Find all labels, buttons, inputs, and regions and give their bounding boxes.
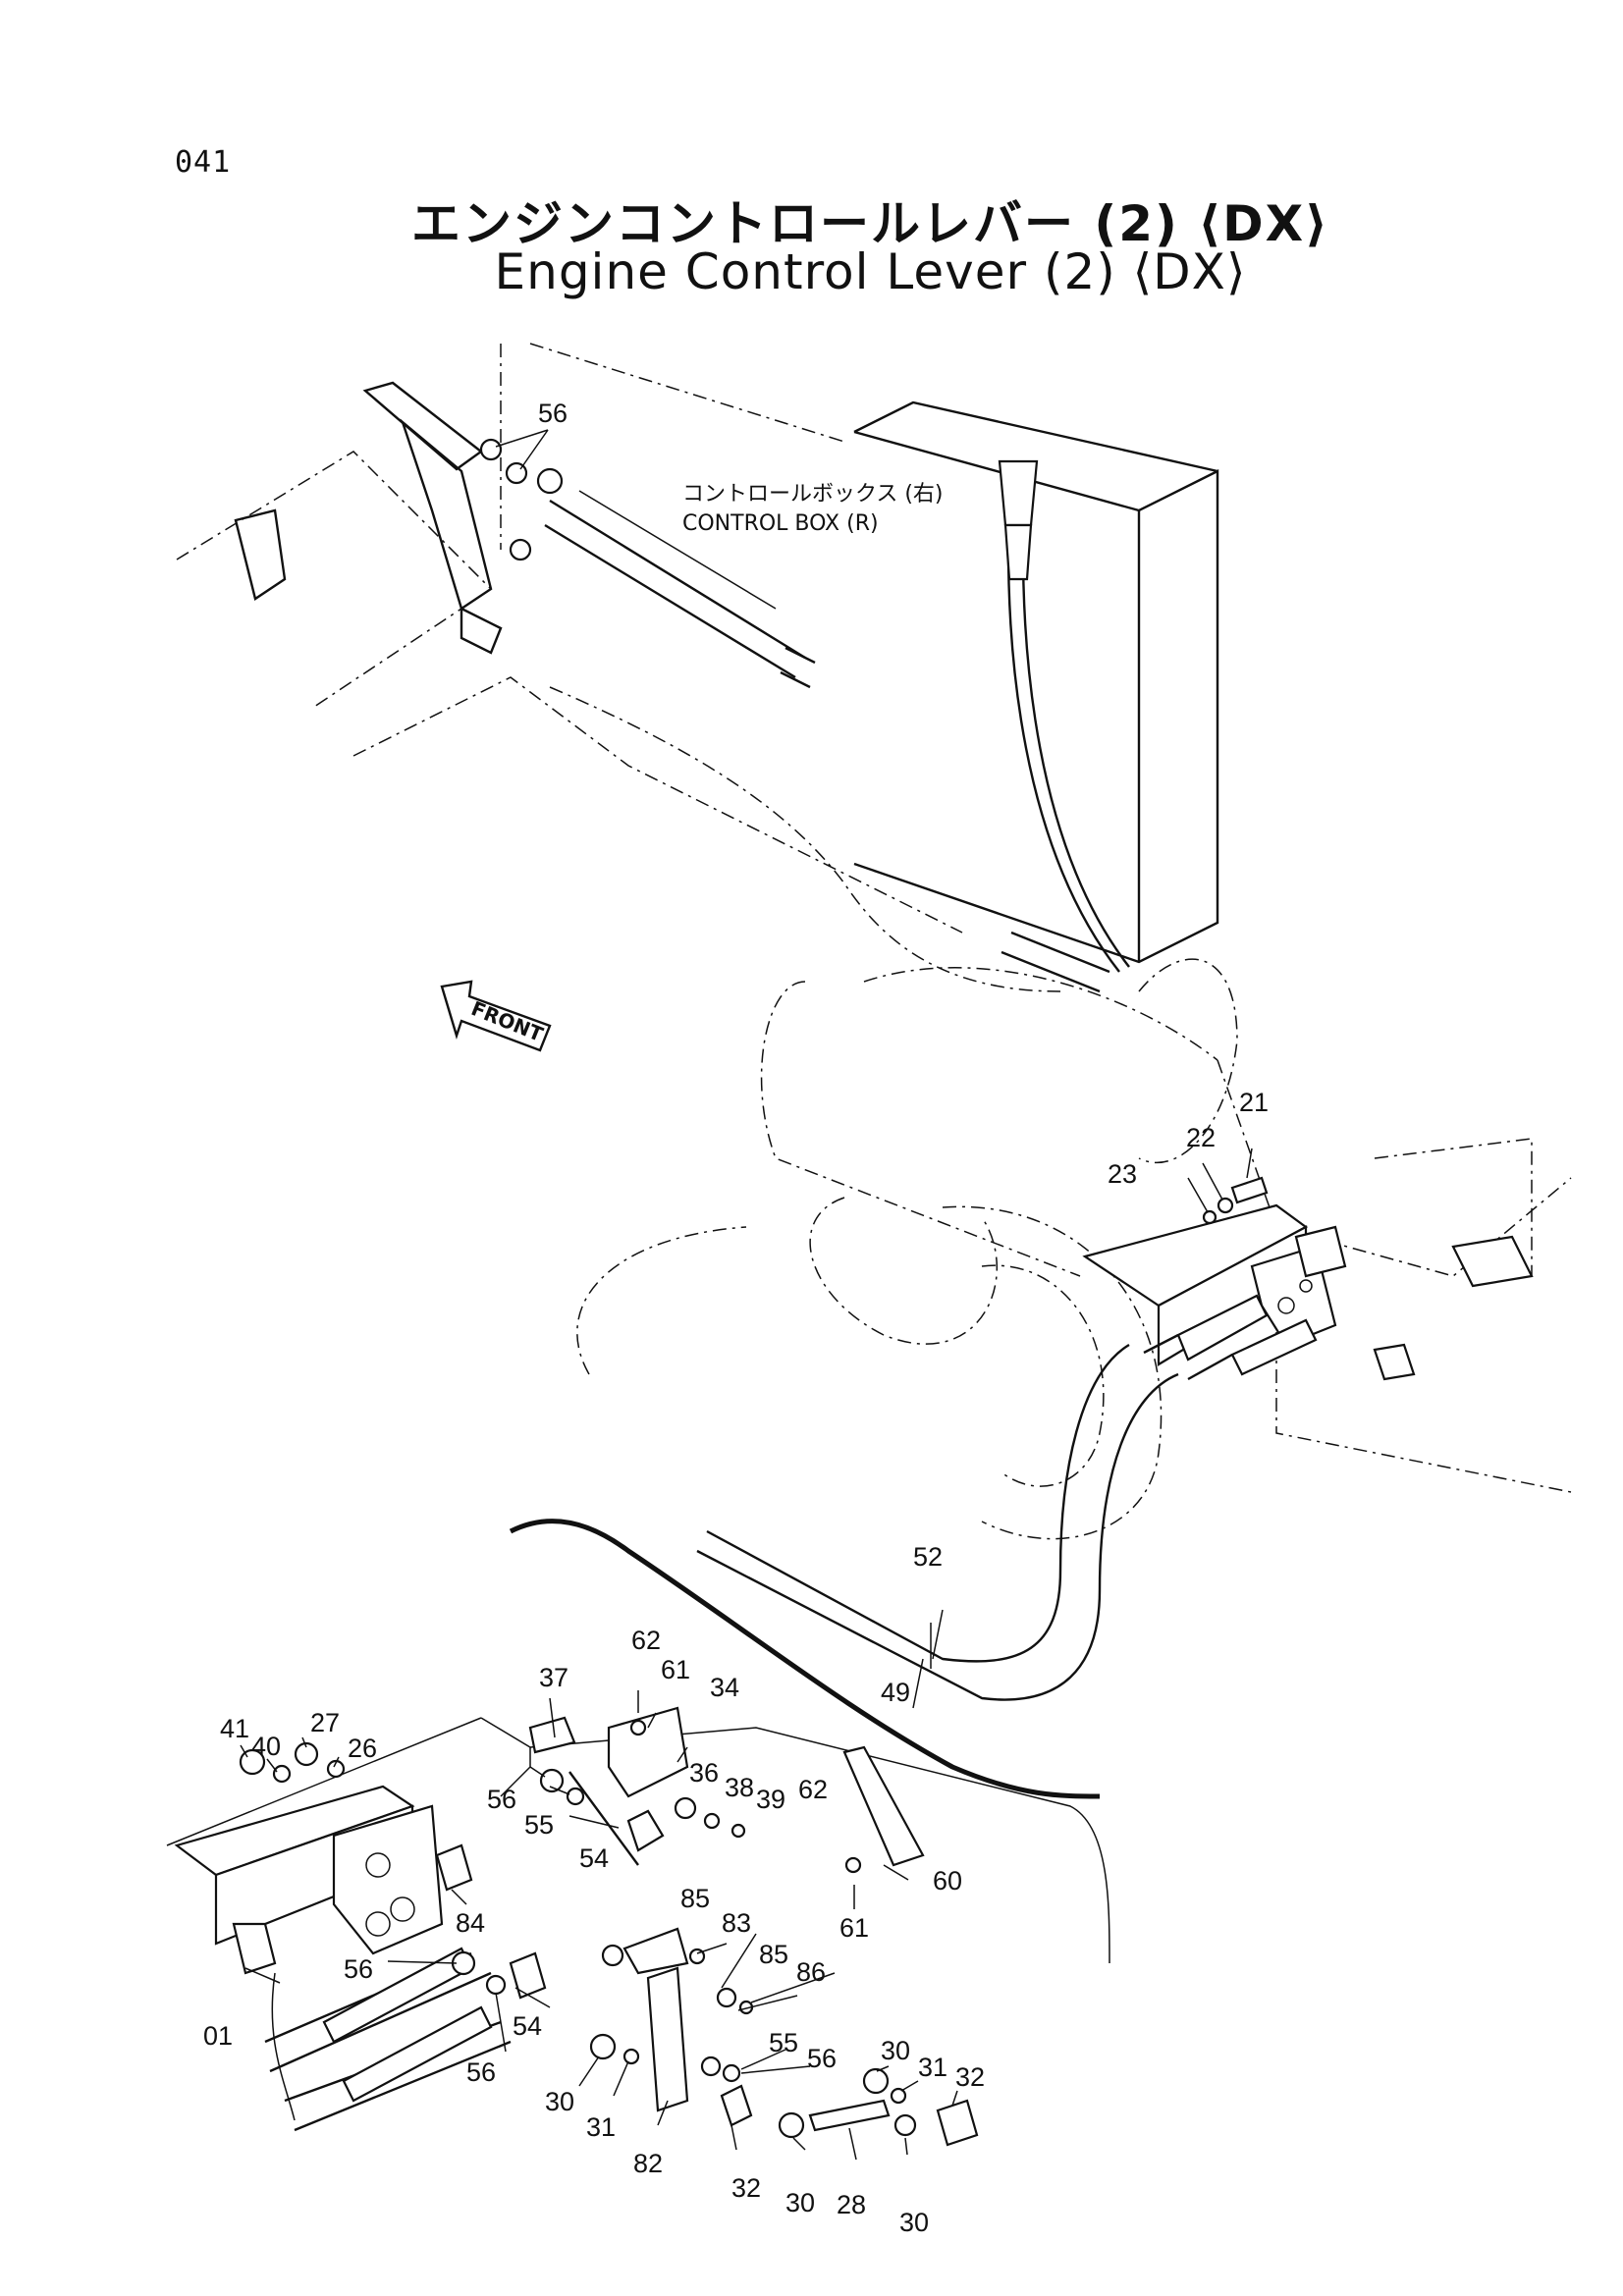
callout-56-a: 56 xyxy=(538,399,568,428)
callout-54-a: 54 xyxy=(579,1843,609,1873)
callout-82: 82 xyxy=(633,2149,663,2178)
callout-31-a: 31 xyxy=(918,2053,947,2082)
callout-41: 41 xyxy=(220,1714,249,1743)
callout-83: 83 xyxy=(722,1908,751,1938)
callout-21: 21 xyxy=(1239,1088,1269,1117)
revolving-frame-edge xyxy=(509,1519,1101,1799)
callout-49: 49 xyxy=(881,1678,910,1707)
mounting-bracket-01 xyxy=(174,1785,444,1975)
callout-62-a: 62 xyxy=(631,1626,661,1655)
callout-01: 01 xyxy=(203,2021,233,2051)
part-callout-labels: 56 21 22 23 52 49 62 61 37 34 41 27 40 2… xyxy=(203,399,1269,2237)
callout-31-b: 31 xyxy=(586,2112,616,2142)
page-number: 041 xyxy=(175,145,232,180)
callout-56-c: 56 xyxy=(344,1954,373,1984)
callout-22: 22 xyxy=(1186,1123,1216,1152)
callout-61-b: 61 xyxy=(839,1913,869,1943)
small-hardware xyxy=(239,1706,979,2147)
callout-60: 60 xyxy=(933,1866,962,1896)
callout-61-a: 61 xyxy=(661,1655,690,1684)
callout-38: 38 xyxy=(725,1773,754,1802)
callout-56-e: 56 xyxy=(466,2057,496,2087)
callout-52: 52 xyxy=(913,1542,943,1572)
callout-23: 23 xyxy=(1108,1159,1137,1189)
page-title-english: Engine Control Lever (2) ⟨DX⟩ xyxy=(494,243,1247,300)
callout-55-b: 55 xyxy=(769,2028,798,2057)
control-box-label-english: CONTROL BOX (R) xyxy=(682,511,879,536)
control-box-label-japanese: コントロールボックス (右) xyxy=(682,482,944,507)
callout-55-a: 55 xyxy=(524,1810,554,1840)
upper-nuts xyxy=(479,438,564,561)
lower-area-outline xyxy=(166,1717,1110,2121)
callout-34: 34 xyxy=(710,1673,739,1702)
callout-37: 37 xyxy=(539,1663,568,1692)
callout-26: 26 xyxy=(348,1734,377,1763)
callout-36: 36 xyxy=(689,1758,719,1788)
callout-40: 40 xyxy=(251,1732,281,1761)
callout-56-d: 56 xyxy=(807,2044,837,2073)
callout-85-a: 85 xyxy=(680,1884,710,1913)
callout-leaders xyxy=(240,429,958,2161)
callout-39: 39 xyxy=(756,1785,785,1814)
upper-cable-assembly xyxy=(544,490,1110,993)
callout-30-c: 30 xyxy=(785,2188,815,2217)
lower-cables-52-49 xyxy=(696,1294,1318,1709)
callout-30-a: 30 xyxy=(881,2036,910,2065)
engine-outline xyxy=(576,958,1572,1540)
callout-85-b: 85 xyxy=(759,1940,788,1969)
cab-floor-outline xyxy=(176,343,1061,992)
control-box-right xyxy=(853,400,1219,964)
callout-28: 28 xyxy=(837,2190,866,2219)
callout-30-b: 30 xyxy=(545,2087,574,2116)
callout-32-a: 32 xyxy=(955,2062,985,2092)
callout-56-b: 56 xyxy=(487,1785,516,1814)
control-lever-rod xyxy=(998,459,1130,973)
callout-62-b: 62 xyxy=(798,1775,828,1804)
front-direction-marker: FRONT xyxy=(440,980,552,1052)
floor-pedal xyxy=(234,381,503,655)
callout-54-b: 54 xyxy=(513,2011,542,2041)
cable-ends-lower xyxy=(264,1947,512,2132)
bracket-assembly xyxy=(1082,1203,1534,1381)
callout-30-d: 30 xyxy=(899,2208,929,2237)
callout-86: 86 xyxy=(796,1957,826,1987)
callout-84: 84 xyxy=(456,1908,485,1938)
callout-32-b: 32 xyxy=(731,2173,761,2203)
bolt-21-washers xyxy=(1187,1148,1269,1225)
page-title-japanese: エンジンコントロールレバー (2) ⟨DX⟩ xyxy=(410,195,1330,252)
callout-27: 27 xyxy=(310,1708,340,1737)
